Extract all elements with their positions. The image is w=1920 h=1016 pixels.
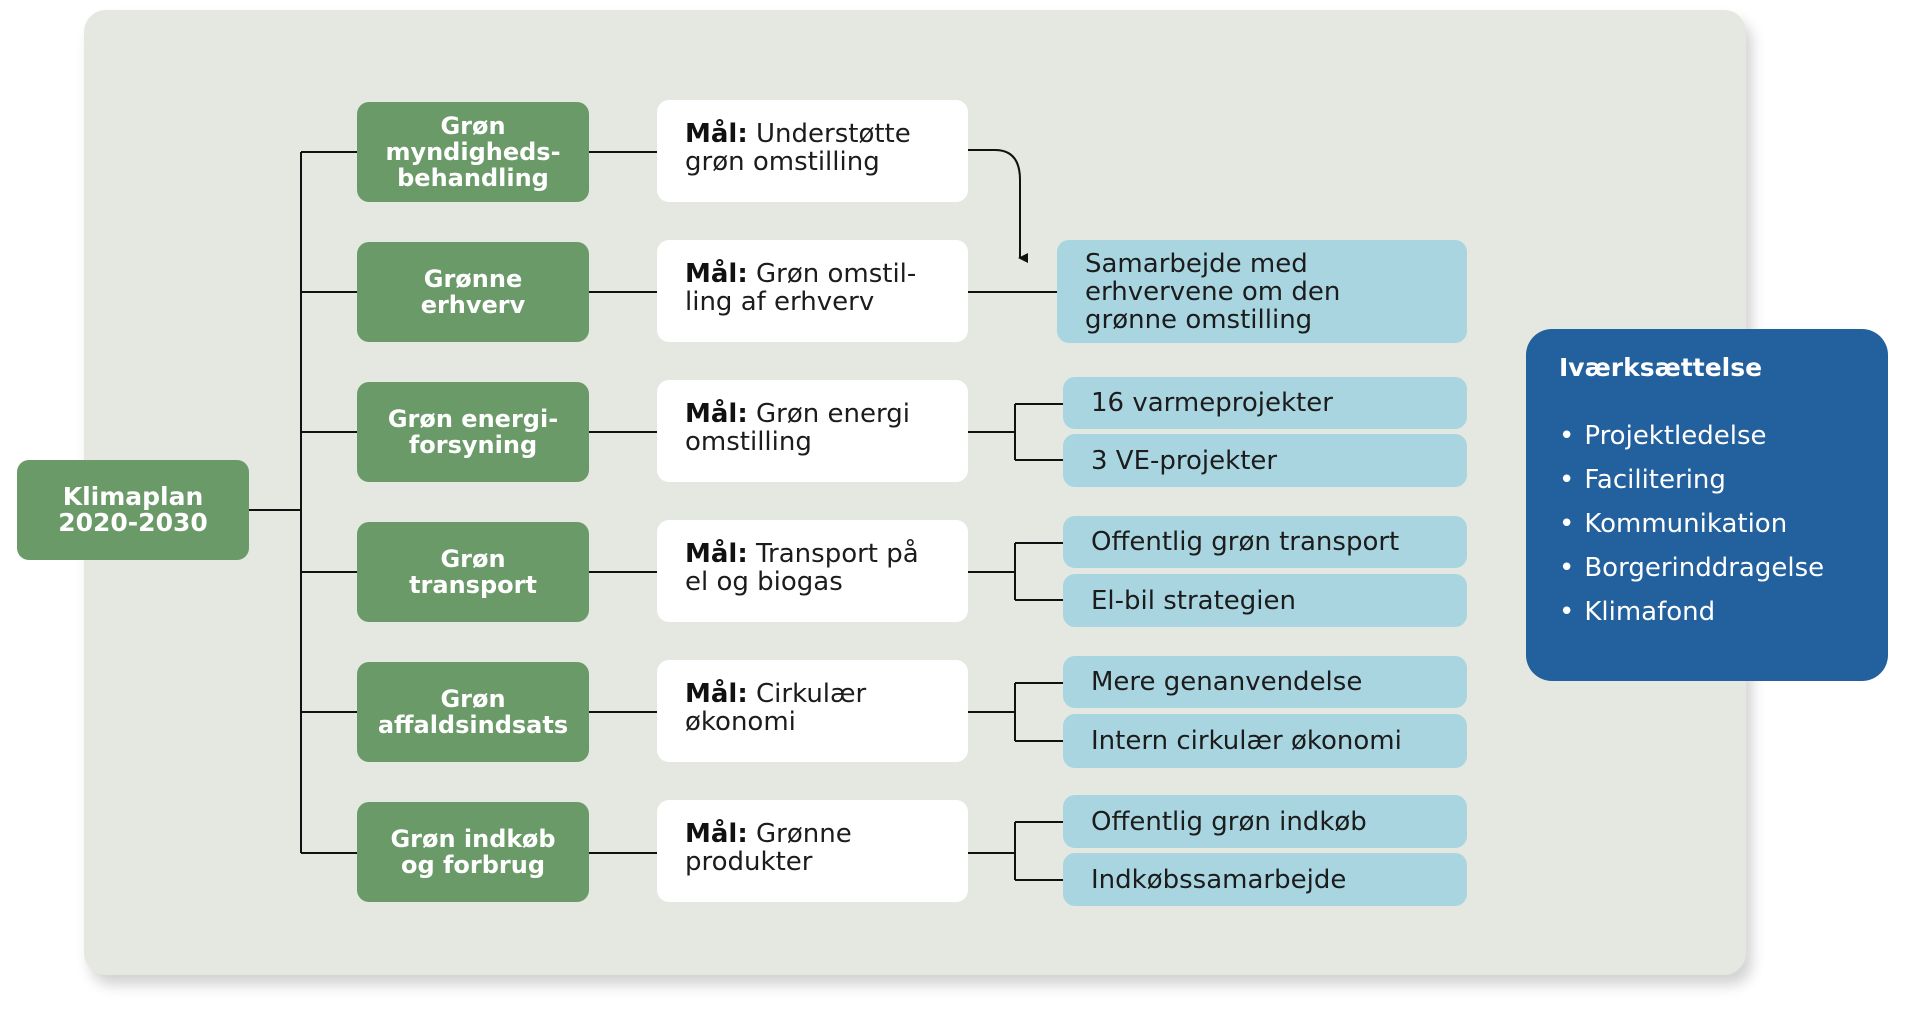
outcome-box: El-bil strategien: [1063, 574, 1467, 627]
goal-text: Transport på el og biogas: [685, 539, 919, 597]
outcome-connector: [968, 682, 1063, 742]
area-box: Grøn energi- forsyning: [357, 382, 589, 482]
goal-box: Mål: Transport på el og biogas: [657, 520, 968, 622]
outcome-box: Offentlig grøn transport: [1063, 516, 1467, 568]
outcome-box: 3 VE-projekter: [1063, 434, 1467, 487]
goal-prefix: Mål:: [685, 119, 748, 149]
goal-box: Mål: Grøn energi omstilling: [657, 380, 968, 482]
implementation-list: Projektledelse Facilitering Kommunikatio…: [1559, 414, 1855, 634]
goal-box: Mål: Grønne produkter: [657, 800, 968, 902]
goal-text: Grønne produkter: [685, 819, 852, 877]
outcome-box: Mere genanvendelse: [1063, 656, 1467, 708]
goal-text: Understøtte grøn omstilling: [685, 119, 911, 177]
goal-prefix: Mål:: [685, 399, 748, 429]
goal-prefix: Mål:: [685, 539, 748, 569]
goal-text: Grøn energi omstilling: [685, 399, 910, 457]
arrow-connector: [968, 149, 1028, 263]
area-box: Grøn indkøb og forbrug: [357, 802, 589, 902]
goal-prefix: Mål:: [685, 819, 748, 849]
goal-prefix: Mål:: [685, 259, 748, 289]
outcome-connector: [968, 403, 1063, 461]
root-box: Klimaplan 2020-2030: [17, 460, 249, 560]
outcome-connector: [968, 821, 1063, 881]
implementation-item: Borgerinddragelse: [1559, 546, 1855, 590]
implementation-item: Klimafond: [1559, 590, 1855, 634]
outcome-box: Samarbejde med erhvervene om den grønne …: [1057, 240, 1467, 343]
area-box: Grøn affaldsindsats: [357, 662, 589, 762]
area-box: Grønne erhverv: [357, 242, 589, 342]
outcome-connector: [968, 542, 1063, 601]
implementation-item: Facilitering: [1559, 458, 1855, 502]
goal-text: Cirkulær økonomi: [685, 679, 867, 737]
implementation-box: Iværksættelse Projektledelse Faciliterin…: [1526, 329, 1888, 681]
area-box: Grøn myndigheds- behandling: [357, 102, 589, 202]
implementation-title: Iværksættelse: [1559, 353, 1763, 382]
outcome-box: Offentlig grøn indkøb: [1063, 795, 1467, 848]
goal-box: Mål: Cirkulær økonomi: [657, 660, 968, 762]
outcome-box: 16 varmeprojekter: [1063, 377, 1467, 429]
implementation-item: Projektledelse: [1559, 414, 1855, 458]
goal-prefix: Mål:: [685, 679, 748, 709]
goal-box: Mål: Understøtte grøn omstilling: [657, 100, 968, 202]
goal-text: Grøn omstil- ling af erhverv: [685, 259, 917, 317]
outcome-box: Intern cirkulær økonomi: [1063, 714, 1467, 768]
implementation-item: Kommunikation: [1559, 502, 1855, 546]
outcome-box: Indkøbssamarbejde: [1063, 853, 1467, 906]
goal-box: Mål: Grøn omstil- ling af erhverv: [657, 240, 968, 342]
area-box: Grøn transport: [357, 522, 589, 622]
